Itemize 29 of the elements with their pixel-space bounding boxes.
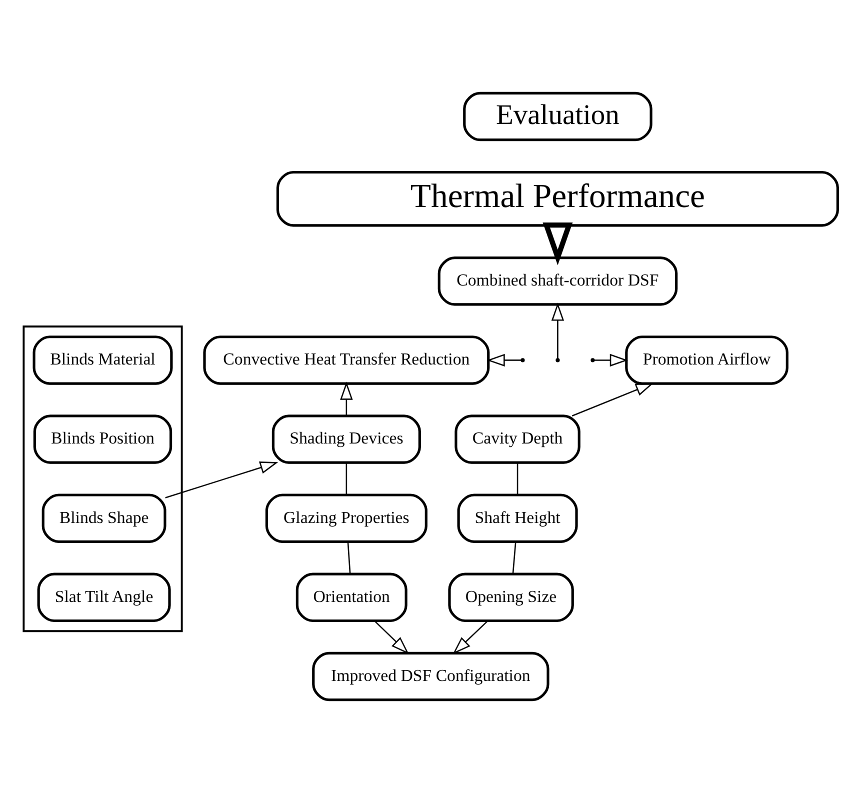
arrow [542,222,573,265]
node-box: Convective Heat Transfer Reduction [203,335,490,384]
node-box: Promotion Airflow [625,335,788,384]
arrow [572,382,654,416]
connector [512,541,516,574]
arrow [594,353,628,366]
arrow [165,461,278,498]
arrow [452,620,488,654]
node-box: Improved DSF Configuration [312,651,550,701]
node-box: Glazing Properties [265,493,428,542]
node-box: Combined shaft-corridor DSF [438,256,678,306]
connector [516,462,518,494]
arrow [374,620,409,654]
node-box: Opening Size [448,572,574,622]
cluster [22,325,183,632]
arrow [340,381,353,416]
node-box: Blinds Position [33,414,172,464]
arrow [551,302,564,358]
node-box: Orientation [296,572,408,622]
connector [347,541,351,574]
connector [346,462,348,494]
node-box: Slat Tilt Angle [37,572,171,622]
node-box: Shaft Height [457,493,578,542]
node-box: Blinds Shape [42,493,166,542]
node-box: Evaluation [463,91,652,141]
node-box: Shading Devices [272,414,421,464]
node-box: Cavity Depth [454,414,580,464]
node-box: Blinds Material [32,335,173,384]
arrow [486,353,522,366]
